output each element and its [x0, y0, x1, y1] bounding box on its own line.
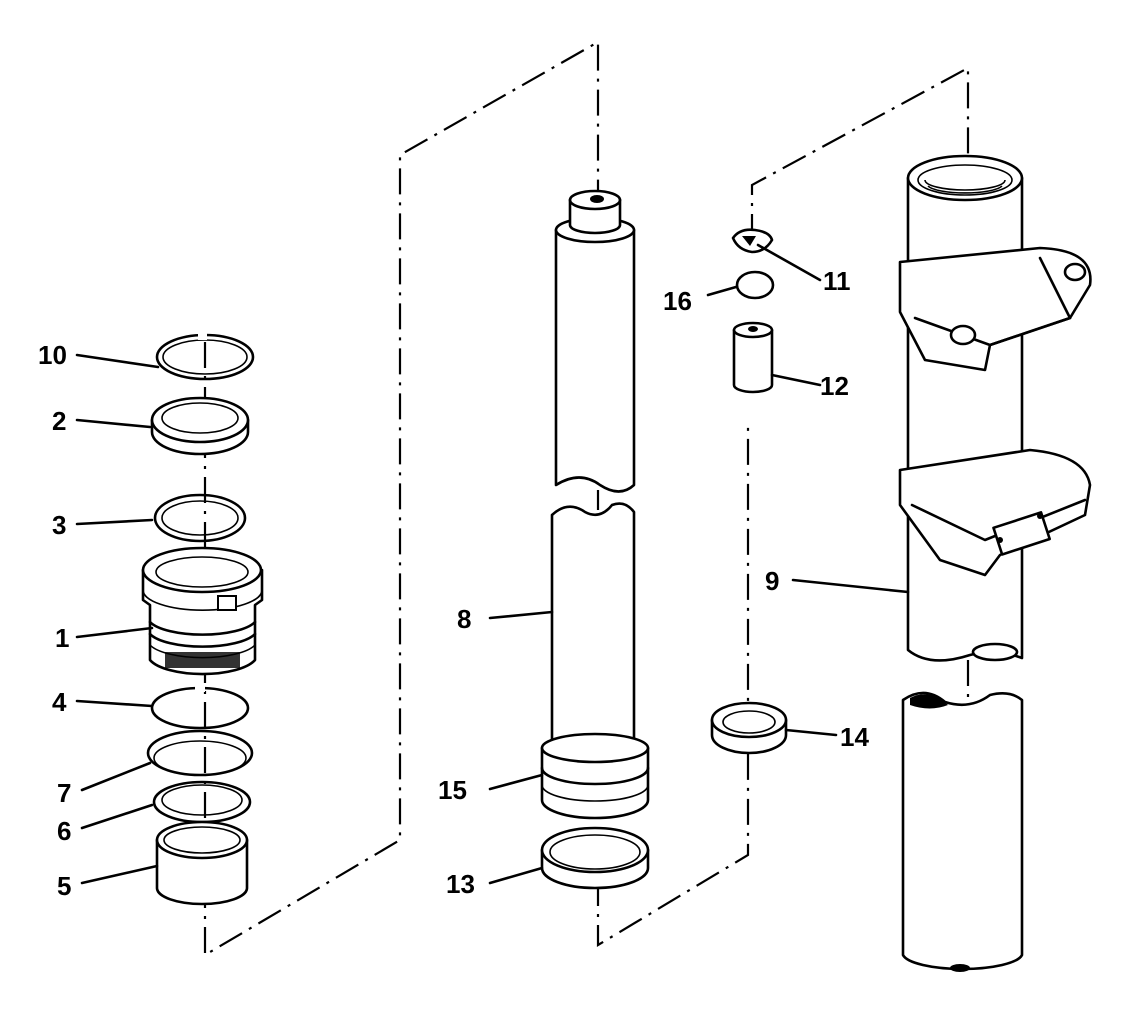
callout-7: 7	[57, 778, 71, 808]
callout-12: 12	[820, 371, 849, 401]
part-12-valve	[732, 321, 774, 394]
callout-14: 14	[840, 722, 869, 752]
callout-3: 3	[52, 510, 66, 540]
part-7-ring	[146, 729, 254, 777]
callout-1: 1	[55, 623, 69, 653]
callout-15: 15	[438, 775, 467, 805]
callout-2: 2	[52, 406, 66, 436]
callout-6: 6	[57, 816, 71, 846]
callout-11: 11	[823, 266, 851, 296]
part-8-piston-rod	[540, 189, 650, 820]
callout-16: 16	[663, 286, 692, 316]
callout-10: 10	[38, 340, 67, 370]
part-10-snap-ring	[155, 333, 255, 381]
part-9-cylinder-tube	[898, 154, 1092, 972]
part-5-bushing	[155, 820, 249, 906]
part-6-ring	[152, 780, 252, 824]
callout-4: 4	[52, 687, 67, 717]
part-4-ring	[150, 686, 250, 730]
callout-labels: 10 2 3 1 4 7 6 5 8 15 13 11 16 12 14 9	[38, 266, 869, 901]
part-3-o-ring	[153, 493, 247, 543]
part-2-washer	[150, 396, 250, 456]
part-14-seal	[710, 701, 788, 755]
part-1-cylinder-head	[141, 546, 264, 676]
callout-5: 5	[57, 871, 71, 901]
callout-9: 9	[765, 566, 779, 596]
part-16-washer	[735, 270, 775, 300]
part-13-ring	[540, 826, 650, 890]
callout-8: 8	[457, 604, 471, 634]
callout-13: 13	[446, 869, 475, 899]
callout-leaders	[75, 243, 910, 885]
